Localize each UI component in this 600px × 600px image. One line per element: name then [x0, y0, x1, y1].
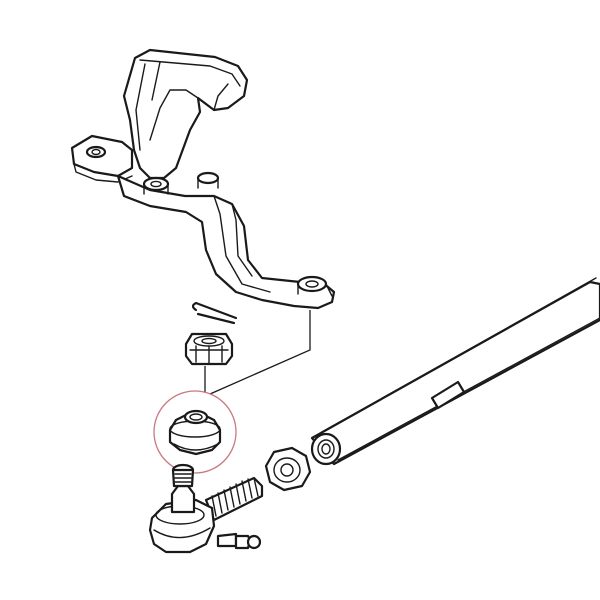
tie-rod-end-icon	[148, 463, 264, 554]
grease-fitting-icon	[216, 532, 262, 550]
castle-nut-icon	[184, 332, 234, 366]
cotter-pin-icon	[191, 301, 238, 325]
highlight-circle	[153, 390, 237, 474]
steering-arm-icon	[70, 48, 336, 310]
leader-line-arm	[209, 310, 311, 395]
tie-rod-tube-icon	[310, 277, 600, 466]
jam-nut-icon	[264, 446, 312, 492]
dust-boot-icon	[153, 390, 237, 474]
